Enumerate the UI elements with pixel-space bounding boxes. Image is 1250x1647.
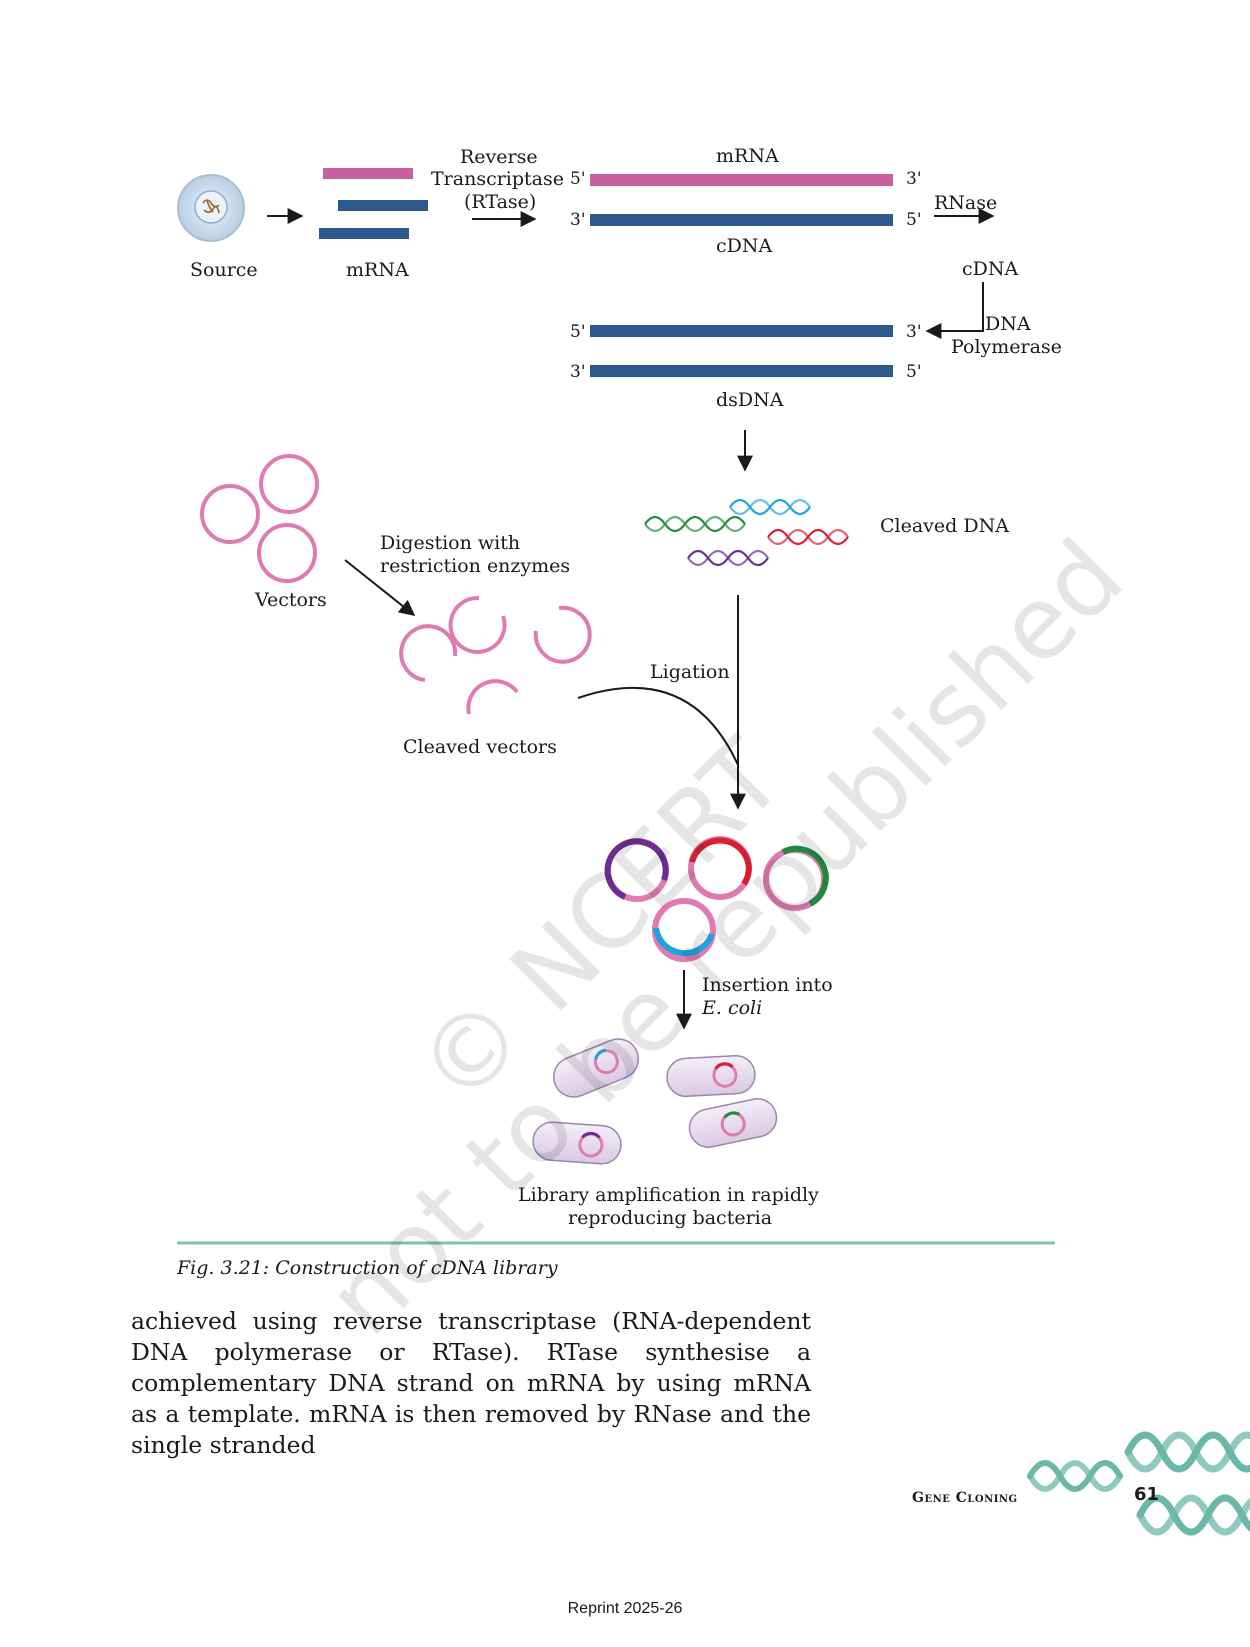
mrna-strand-1 (323, 168, 413, 179)
mrna-top-label: mRNA (716, 145, 779, 167)
chapter-title: Gene Cloning (912, 1490, 1018, 1506)
cdna-right-label: cDNA (962, 258, 1018, 280)
bacteria (532, 1038, 778, 1165)
recombinant-vector-green (763, 845, 829, 911)
page-number: 61 (1134, 1484, 1160, 1505)
cleaved-vector-4 (466, 679, 519, 715)
dsdna-strand-1 (590, 325, 893, 337)
cleaved-vector-3 (399, 624, 458, 682)
prime-5-ds2: 5' (906, 362, 922, 382)
mrna-left-label: mRNA (346, 259, 409, 281)
mrna-strand-2 (338, 200, 428, 211)
dna-fragment-green (644, 515, 746, 533)
prime-3-cdna: 3' (570, 210, 586, 230)
prime-3-mrna: 3' (906, 169, 922, 189)
dna-helix-logo (1027, 1431, 1250, 1536)
prime-3-ds1: 3' (906, 322, 922, 342)
reprint-note: Reprint 2025-26 (567, 1600, 683, 1617)
cleaved-vectors-label: Cleaved vectors (403, 736, 557, 758)
arrow-digestion (344, 559, 416, 616)
dna-fragment-red (767, 528, 849, 546)
cdna-hybrid-strand (590, 214, 893, 226)
dsdna-strand-2 (590, 365, 893, 377)
prime-5-ds1: 5' (570, 322, 586, 342)
mrna-hybrid-strand (590, 174, 893, 186)
amplification-label-line1: Library amplification in rapidly (518, 1184, 819, 1206)
source-cell (177, 174, 245, 242)
rnase-label: RNase (934, 192, 997, 214)
digestion-label-line2: restriction enzymes (380, 555, 570, 577)
mrna-strand-3 (319, 228, 409, 239)
bacterium-1 (552, 1038, 640, 1098)
intact-vectors (200, 454, 319, 583)
dna-fragment-purple (687, 549, 769, 567)
dna-pol-label-line2: Polymerase (951, 336, 1062, 358)
insertion-label-line1: Insertion into (702, 974, 833, 996)
prime-5-mrna: 5' (570, 169, 586, 189)
source-label: Source (190, 259, 258, 281)
bacterium-3 (688, 1098, 778, 1148)
dsdna-label: dsDNA (716, 389, 784, 411)
prime-5-cdna: 5' (906, 210, 922, 230)
recombinant-vector-cyan (652, 898, 716, 962)
dna-fragment-cyan (729, 498, 811, 516)
cleaved-vector-2 (533, 605, 592, 664)
prime-3-ds2: 3' (570, 362, 586, 382)
vectors-label: Vectors (254, 589, 327, 611)
recombinant-vector-purple (604, 838, 669, 902)
rtase-label-line3: (RTase) (464, 191, 536, 213)
arrow-dna-polymerase (925, 282, 984, 339)
amplification-label-line2: reproducing bacteria (568, 1207, 772, 1229)
recombinant-vectors (604, 836, 829, 962)
insertion-organism-label: E. coli (701, 997, 762, 1019)
body-paragraph: achieved using reverse transcriptase (RN… (131, 1307, 811, 1459)
figure-caption: Fig. 3.21: Construction of cDNA library (177, 1257, 558, 1279)
recombinant-vector-red (688, 836, 752, 900)
cleaved-vector-1 (448, 595, 507, 654)
cleaved-dna-label: Cleaved DNA (880, 515, 1009, 537)
digestion-label-line1: Digestion with (380, 532, 520, 554)
ligation-label: Ligation (650, 661, 730, 683)
dna-pol-label-line1: DNA (985, 313, 1031, 335)
ligation-curve (577, 686, 739, 766)
cleaved-dna-fragments (644, 498, 849, 567)
rtase-label-line1: Reverse (460, 146, 538, 168)
cdna-mid-label: cDNA (716, 235, 772, 257)
rtase-label-line2: Transcriptase (431, 168, 564, 190)
bacterium-4 (532, 1121, 622, 1165)
bacterium-2 (666, 1054, 756, 1098)
cleaved-vectors (399, 595, 592, 715)
